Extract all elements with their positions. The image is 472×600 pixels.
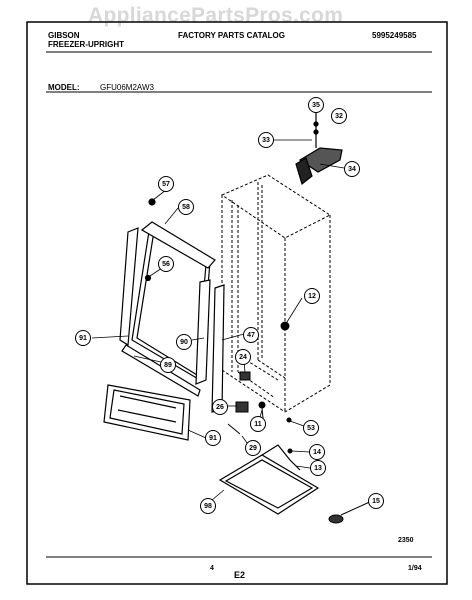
page-border <box>26 21 448 585</box>
callout-c35: 35 <box>308 97 324 113</box>
section-code: E2 <box>234 570 246 580</box>
callout-c34: 34 <box>344 161 360 177</box>
callout-c91b: 91 <box>205 430 221 446</box>
page-number: 4 <box>210 565 214 572</box>
catalog-title: FACTORY PARTS CATALOG <box>178 31 285 40</box>
issue-date: 1/94 <box>408 565 422 572</box>
callout-c13: 13 <box>310 460 326 476</box>
callout-c89: 89 <box>160 357 176 373</box>
callout-c11: 11 <box>250 416 266 432</box>
callout-c53: 53 <box>303 420 319 436</box>
model-label: MODEL: <box>48 83 80 92</box>
callout-c29: 29 <box>245 440 261 456</box>
callout-c58: 58 <box>178 199 194 215</box>
callout-c12: 12 <box>304 288 320 304</box>
callout-c24: 24 <box>235 349 251 365</box>
kick-plate-grille <box>103 384 191 441</box>
door-gasket-frame <box>119 198 216 397</box>
lower-hinge-parts <box>227 321 293 454</box>
top-hinge-assembly <box>295 108 343 186</box>
drain-pan <box>218 444 320 515</box>
callout-c33: 33 <box>258 132 274 148</box>
callout-c90: 90 <box>176 334 192 350</box>
callout-c56: 56 <box>158 256 174 272</box>
callout-c98: 98 <box>200 498 216 514</box>
leveling-leg <box>328 499 375 524</box>
callout-c32: 32 <box>331 108 347 124</box>
callout-c14: 14 <box>309 444 325 460</box>
callout-c26: 26 <box>212 399 228 415</box>
catalog-number: 5995249585 <box>372 31 417 40</box>
brand-name: GIBSON <box>48 31 80 40</box>
product-type: FREEZER-UPRIGHT <box>48 40 124 49</box>
model-value: GFU06M2AW3 <box>100 83 154 92</box>
door-strip <box>211 284 225 413</box>
drawing-code: 2350 <box>398 537 414 544</box>
callout-c47: 47 <box>243 327 259 343</box>
callout-c57: 57 <box>158 176 174 192</box>
callout-c91: 91 <box>75 330 91 346</box>
callout-c15: 15 <box>368 493 384 509</box>
